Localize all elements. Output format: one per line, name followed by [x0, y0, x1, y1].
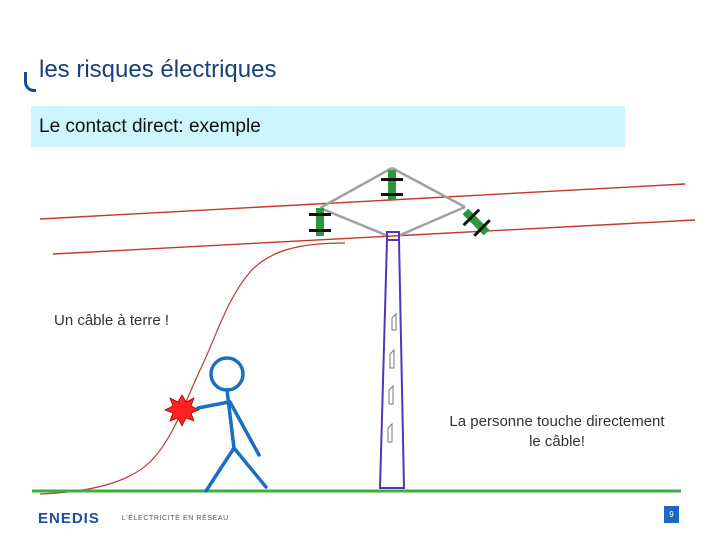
subtitle-box: Le contact direct: exemple [31, 106, 625, 147]
footer-branding: ENEDIS L'ÉLECTRICITÉ EN RÉSEAU [38, 508, 229, 528]
slide-title: les risques électriques [39, 56, 277, 83]
logo-tagline: L'ÉLECTRICITÉ EN RÉSEAU [121, 514, 229, 522]
spark-icon [164, 394, 200, 427]
electric-pole [378, 231, 406, 489]
insulator-top [381, 170, 403, 200]
insulator-right [462, 208, 491, 237]
power-line-lower [52, 219, 696, 255]
title-bracket-decoration [24, 72, 36, 92]
page-number-badge: 9 [664, 506, 679, 523]
fallen-cable [39, 242, 346, 495]
power-line-upper [39, 183, 686, 220]
label-cable-to-ground: Un câble à terre ! [54, 312, 170, 329]
slide-subtitle: Le contact direct: exemple [39, 116, 261, 137]
pole-crossarm [319, 166, 466, 238]
label-person-touches-cable: La personne touche directement le câble! [432, 412, 682, 452]
label-person-line-2: le câble! [529, 433, 585, 450]
stick-figure-person [196, 356, 268, 493]
label-person-line-1: La personne touche directement [449, 413, 665, 430]
insulator-left [309, 208, 331, 236]
enedis-logo: ENEDIS [38, 509, 100, 527]
